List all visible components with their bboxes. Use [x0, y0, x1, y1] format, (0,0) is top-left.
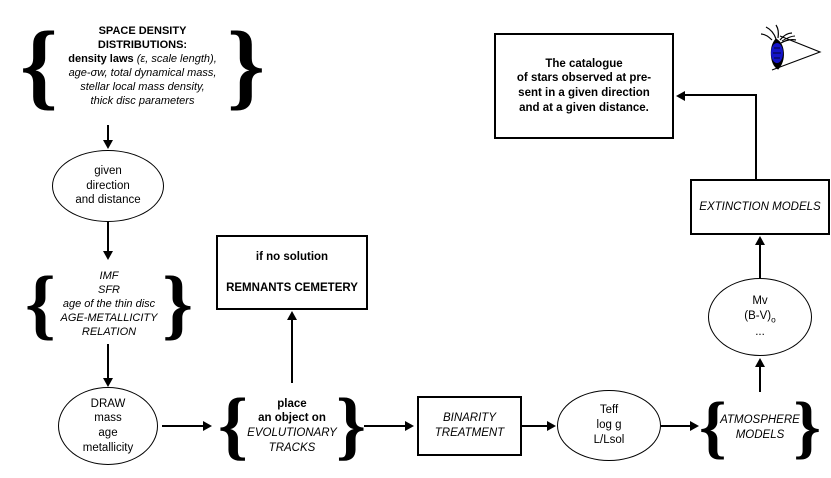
arrowhead-right-teff — [547, 421, 556, 431]
binarity-line-1: BINARITY — [442, 412, 497, 425]
atmosphere-line-1: ATMOSPHERE — [720, 414, 800, 427]
node-extinction-models[interactable]: EXTINCTION MODELS — [690, 179, 830, 235]
space-density-line-1: SPACE DENSITY — [98, 24, 187, 37]
mv-line-3: ... — [755, 326, 765, 339]
space-density-line-3: density laws (ε, scale length), — [26, 52, 259, 66]
teff-line-3: L/Lsol — [593, 433, 625, 446]
draw-line-2: mass — [94, 412, 122, 425]
imf-line-1: IMF — [99, 269, 119, 282]
node-binarity-treatment[interactable]: BINARITY TREATMENT — [417, 396, 522, 456]
catalogue-line-2: of stars observed at pre- — [516, 72, 652, 85]
eye-icon — [752, 22, 824, 90]
mv-line-2: (B-V)o — [744, 309, 776, 324]
imf-line-4: AGE-METALLICITY — [60, 312, 158, 325]
node-space-density-distributions[interactable]: { } SPACE DENSITY DISTRIBUTIONS: density… — [20, 8, 265, 124]
space-density-line-3-italic: (ε, scale length), — [133, 52, 217, 65]
edge-extinction-to-catalogue-horizontal — [685, 94, 757, 96]
space-density-line-4: age-σw, total dynamical mass, — [68, 67, 217, 79]
brace-left-icon: { — [20, 11, 58, 119]
catalogue-line-3: sent in a given direction — [518, 87, 650, 99]
draw-line-3: age — [98, 427, 118, 439]
brace-right-icon: } — [336, 383, 366, 468]
brace-right-icon: } — [227, 11, 265, 119]
remnants-line-1: if no solution — [255, 250, 329, 263]
arrowhead-right-evolutionary-tracks — [203, 421, 212, 431]
draw-line-4: metallicity — [82, 441, 134, 454]
edge-evolutionary-tracks-to-remnants — [291, 319, 293, 383]
node-atmosphere-models[interactable]: { } ATMOSPHERE MODELS — [699, 391, 821, 465]
node-given-direction-and-distance[interactable]: given direction and distance — [52, 150, 164, 222]
edge-space-density-to-given-direction — [107, 125, 109, 144]
remnants-line-2: REMNANTS CEMETERY — [226, 281, 358, 294]
node-remnants-cemetery[interactable]: if no solution REMNANTS CEMETERY — [216, 235, 368, 310]
binarity-line-2: TREATMENT — [434, 427, 505, 439]
atmosphere-line-2: MODELS — [735, 429, 785, 441]
given-direction-line-3: and distance — [75, 194, 141, 207]
brace-right-icon: } — [162, 259, 193, 347]
imf-line-3: age of the thin disc — [62, 297, 156, 310]
teff-line-1: Teff — [599, 404, 619, 417]
edge-mv-to-extinction — [759, 243, 761, 278]
imf-line-2: SFR — [98, 283, 120, 296]
arrowhead-up-remnants — [287, 311, 297, 320]
brace-right-icon: } — [793, 389, 821, 466]
edge-teff-to-atmosphere — [661, 425, 693, 427]
teff-line-2: log g — [596, 419, 622, 432]
node-catalogue-of-stars[interactable]: The catalogue of stars observed at pre- … — [494, 33, 674, 139]
node-mv-color-index[interactable]: Mv (B-V)o ... — [708, 278, 812, 356]
imf-line-5: RELATION — [81, 326, 137, 339]
arrowhead-right-atmosphere — [690, 421, 699, 431]
edge-atmosphere-to-mv — [759, 366, 761, 392]
arrowhead-left-catalogue — [676, 91, 685, 101]
mv-line-1: Mv — [752, 294, 768, 307]
edge-binarity-to-teff — [522, 425, 550, 427]
edge-evolutionary-tracks-to-binarity — [364, 425, 408, 427]
mv-subscript: o — [771, 314, 776, 324]
space-density-line-5: stellar local mass density, — [80, 81, 205, 94]
arrowhead-down-imf — [103, 251, 113, 260]
evolutionary-line-3: EVOLUTIONARY — [247, 427, 337, 439]
given-direction-line-2: direction — [86, 179, 130, 192]
evolutionary-line-2: an object on — [258, 412, 326, 425]
space-density-line-3-bold: density laws — [68, 52, 134, 65]
draw-line-1: DRAW — [90, 397, 126, 410]
space-density-line-6: thick disc parameters — [90, 95, 195, 108]
given-direction-line-1: given — [94, 164, 122, 177]
arrowhead-up-extinction — [755, 236, 765, 245]
arrowhead-up-mv — [755, 358, 765, 367]
edge-given-direction-to-imf — [107, 222, 109, 254]
edge-extinction-to-catalogue-vertical — [755, 94, 757, 180]
brace-left-icon: { — [25, 259, 56, 347]
node-draw-mass-age-metallicity[interactable]: DRAW mass age metallicity — [58, 387, 158, 465]
arrowhead-down-draw — [103, 378, 113, 387]
arrowhead-down-given-direction — [103, 140, 113, 149]
node-teff-logg-luminosity[interactable]: Teff log g L/Lsol — [557, 390, 661, 461]
catalogue-line-4: and at a given distance. — [519, 101, 649, 114]
brace-left-icon: { — [699, 389, 727, 466]
edge-draw-to-evolutionary-tracks — [162, 425, 206, 427]
node-imf-sfr-age-metallicity[interactable]: { } IMF SFR age of the thin disc AGE-MET… — [25, 262, 193, 346]
brace-left-icon: { — [218, 383, 248, 468]
arrowhead-right-binarity — [405, 421, 414, 431]
node-evolutionary-tracks[interactable]: { } place an object on EVOLUTIONARY TRAC… — [218, 386, 366, 466]
evolutionary-line-1: place — [277, 397, 307, 410]
evolutionary-line-4: TRACKS — [268, 441, 316, 454]
catalogue-line-1: The catalogue — [545, 57, 623, 70]
edge-imf-to-draw — [107, 344, 109, 381]
extinction-line-1: EXTINCTION MODELS — [699, 200, 821, 213]
space-density-line-2: DISTRIBUTIONS: — [97, 38, 188, 51]
